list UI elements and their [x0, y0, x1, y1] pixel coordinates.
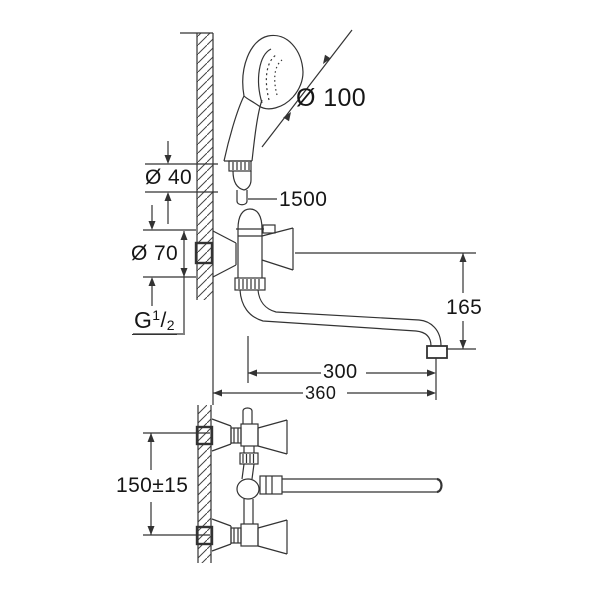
wall-section-lower [197, 405, 212, 563]
dim-label-spout-height: 165 [446, 296, 483, 319]
dim-label-wall-to-outlet: 360 [305, 383, 337, 403]
dim-label-head-diameter: Ø 100 [296, 84, 367, 112]
dim-escutcheon-diameter-lines [143, 205, 196, 306]
dim-head-diameter-lines [261, 29, 353, 148]
thread-slash: / [160, 309, 167, 332]
wall-section-upper [180, 32, 214, 405]
thread-numerator: 1 [152, 307, 161, 323]
shower-holder [228, 160, 252, 206]
dim-spout-height-lines [295, 252, 476, 350]
dim-label-thread-size: G1/2 [132, 307, 177, 335]
hand-shower [223, 34, 304, 162]
thread-denominator: 2 [166, 317, 175, 333]
dim-label-hose-length: 1500 [279, 188, 328, 211]
mixer-front-view [195, 407, 443, 555]
dim-label-spout-reach: 300 [323, 361, 358, 383]
dim-label-holder-diameter: Ø 40 [145, 166, 193, 189]
thread-prefix: G [134, 307, 153, 333]
dim-inlet-spacing-lines [143, 432, 210, 536]
mixer-valve-side-view [194, 208, 294, 291]
spout-side-view [239, 289, 448, 359]
dim-spout-reach-lines [213, 336, 437, 400]
dim-holder-diameter-lines [145, 141, 218, 224]
dim-label-inlet-spacing: 150±15 [116, 474, 189, 497]
dim-label-escutcheon-diameter: Ø 70 [131, 242, 179, 265]
